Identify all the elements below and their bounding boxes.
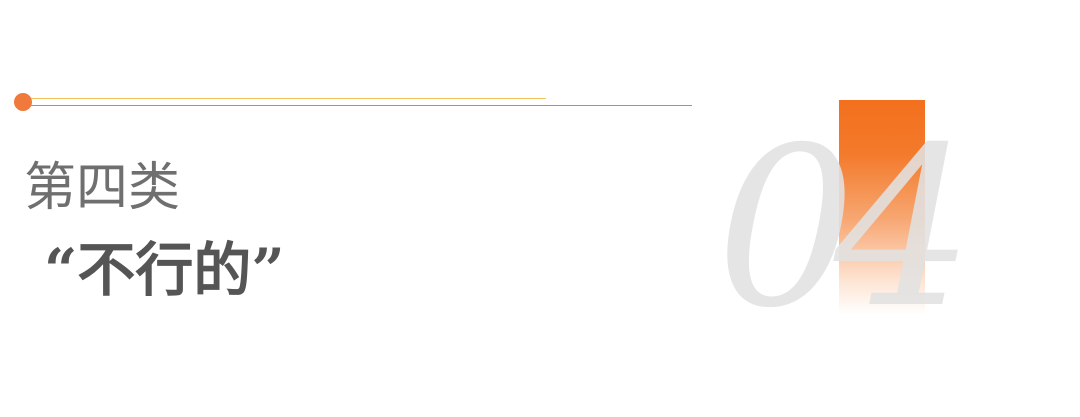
accent-dot xyxy=(14,93,32,111)
decorative-line-bottom xyxy=(28,105,692,106)
section-title: “不行的” xyxy=(44,236,285,304)
accent-bar xyxy=(839,100,925,315)
decorative-line-top xyxy=(28,98,546,99)
section-number: 04 xyxy=(716,100,974,356)
section-label: 第四类 xyxy=(24,158,181,218)
